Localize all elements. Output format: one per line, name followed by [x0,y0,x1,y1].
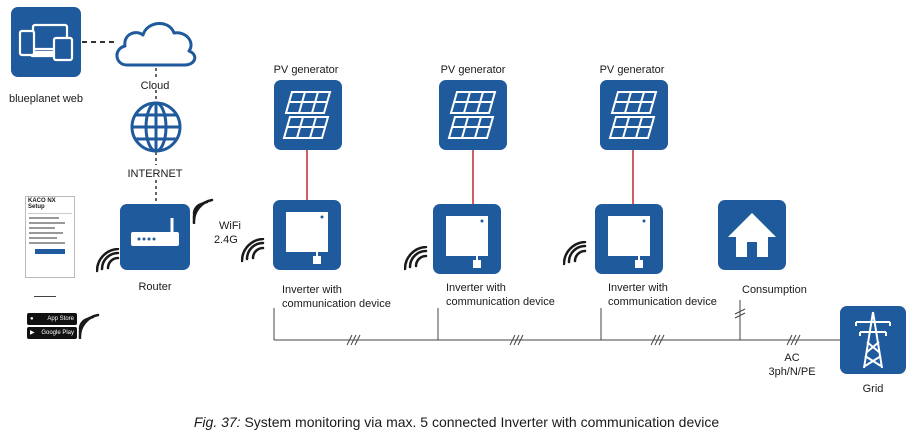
play-icon: ▶ [30,330,35,336]
pv-generator-1-label: PV generator [273,64,339,76]
grid-label: Grid [862,383,884,395]
inverter-2-label-line2: communication device [446,296,555,308]
ac-phases-label: 3ph/N/PE [768,366,816,378]
inverter-2-label-line1: Inverter with [446,282,506,294]
pv-generator-2-label: PV generator [440,64,506,76]
consumption-label: Consumption [742,284,807,296]
phone-divider [34,296,56,297]
ac-label: AC [784,352,800,364]
inverter-3-label-line1: Inverter with [608,282,668,294]
inverter-1-icon [273,200,341,270]
app-store-badge[interactable]: ●App Store [27,313,77,325]
globe-icon [130,101,182,153]
figure-caption: Fig. 37: System monitoring via max. 5 co… [0,414,913,430]
pv-generator-1-icon [274,80,342,150]
consumption-house-icon [718,200,786,270]
cloud-icon [115,22,197,67]
inverter-2-icon [433,204,501,274]
inverter-3-label-line2: communication device [608,296,717,308]
grid-pylon-icon [840,306,906,374]
inverter-1-label-line2: communication device [282,298,391,310]
router-label: Router [138,281,172,293]
web-devices-icon [11,7,81,77]
wifi-band-label: 2.4G [214,234,238,246]
wifi-signal-router-in-icon [96,248,120,273]
wifi-signal-router-out-icon [192,198,214,224]
wifi-signal-inverter-3-icon [563,241,587,266]
wifi-signal-phone-icon [78,313,100,339]
caption-prefix: Fig. 37: [193,414,241,430]
pv-generator-3-icon [600,80,668,150]
internet-label: INTERNET [127,168,183,180]
web-label: blueplanet web [8,93,84,105]
caption-text: System monitoring via max. 5 connected I… [240,414,720,430]
google-play-badge[interactable]: ▶Google Play [27,327,77,339]
pv-generator-2-icon [439,80,507,150]
app-title: KACO NX Setup [28,198,56,210]
inverter-1-label-line1: Inverter with [282,284,342,296]
wifi-label: WiFi [219,220,241,232]
phone-app-screen: KACO NX Setup [25,196,75,278]
pv-generator-3-label: PV generator [599,64,665,76]
wifi-signal-inverter-1-icon [241,238,265,263]
router-icon [120,204,190,270]
wifi-signal-inverter-2-icon [404,246,428,271]
inverter-3-icon [595,204,663,274]
cloud-label: Cloud [140,80,170,92]
apple-icon: ● [30,316,34,322]
